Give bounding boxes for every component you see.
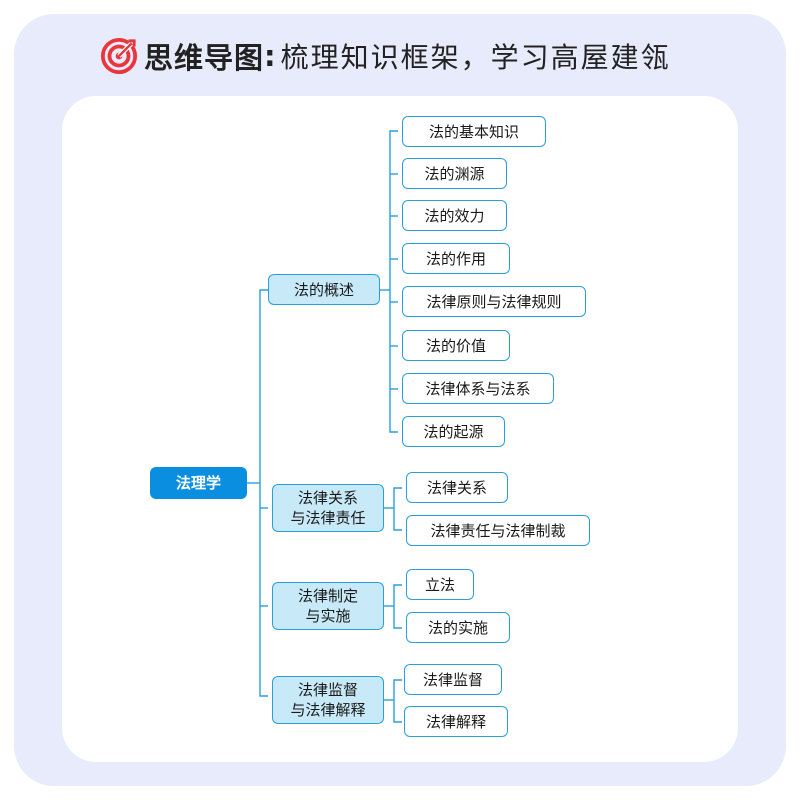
leaf-node: 法的价值 — [402, 330, 510, 361]
leaf-node: 法的效力 — [402, 200, 507, 231]
leaf-node: 法的作用 — [402, 243, 510, 274]
branch-node-overview: 法的概述 — [268, 274, 380, 305]
header-title-rest: 梳理知识框架，学习高屋建瓴 — [280, 41, 671, 74]
branch-node-making-enforcement: 法律制定 与实施 — [272, 582, 384, 630]
root-node: 法理学 — [150, 467, 247, 499]
header-title-strong: 思维导图 — [144, 41, 265, 75]
target-icon — [100, 37, 138, 75]
leaf-node: 法的基本知识 — [402, 116, 546, 147]
leaf-node: 法律责任与法律制裁 — [406, 515, 590, 546]
leaf-node: 法律关系 — [406, 472, 508, 503]
branch-node-relation-liability: 法律关系 与法律责任 — [272, 484, 384, 532]
header-title-colon: : — [264, 39, 277, 73]
leaf-node: 法律体系与法系 — [402, 373, 554, 404]
header: 思维导图 : 梳理知识框架，学习高屋建瓴 — [100, 34, 671, 78]
leaf-node: 法律监督 — [404, 664, 502, 695]
branch-node-supervision-interpretation: 法律监督 与法律解释 — [272, 676, 384, 724]
leaf-node: 法的起源 — [402, 416, 505, 447]
leaf-node: 法律原则与法律规则 — [402, 286, 586, 317]
leaf-node: 法的渊源 — [402, 158, 507, 189]
mindmap-panel — [62, 96, 738, 762]
leaf-node: 立法 — [406, 569, 474, 600]
leaf-node: 法的实施 — [406, 612, 510, 643]
leaf-node: 法律解释 — [404, 706, 508, 737]
